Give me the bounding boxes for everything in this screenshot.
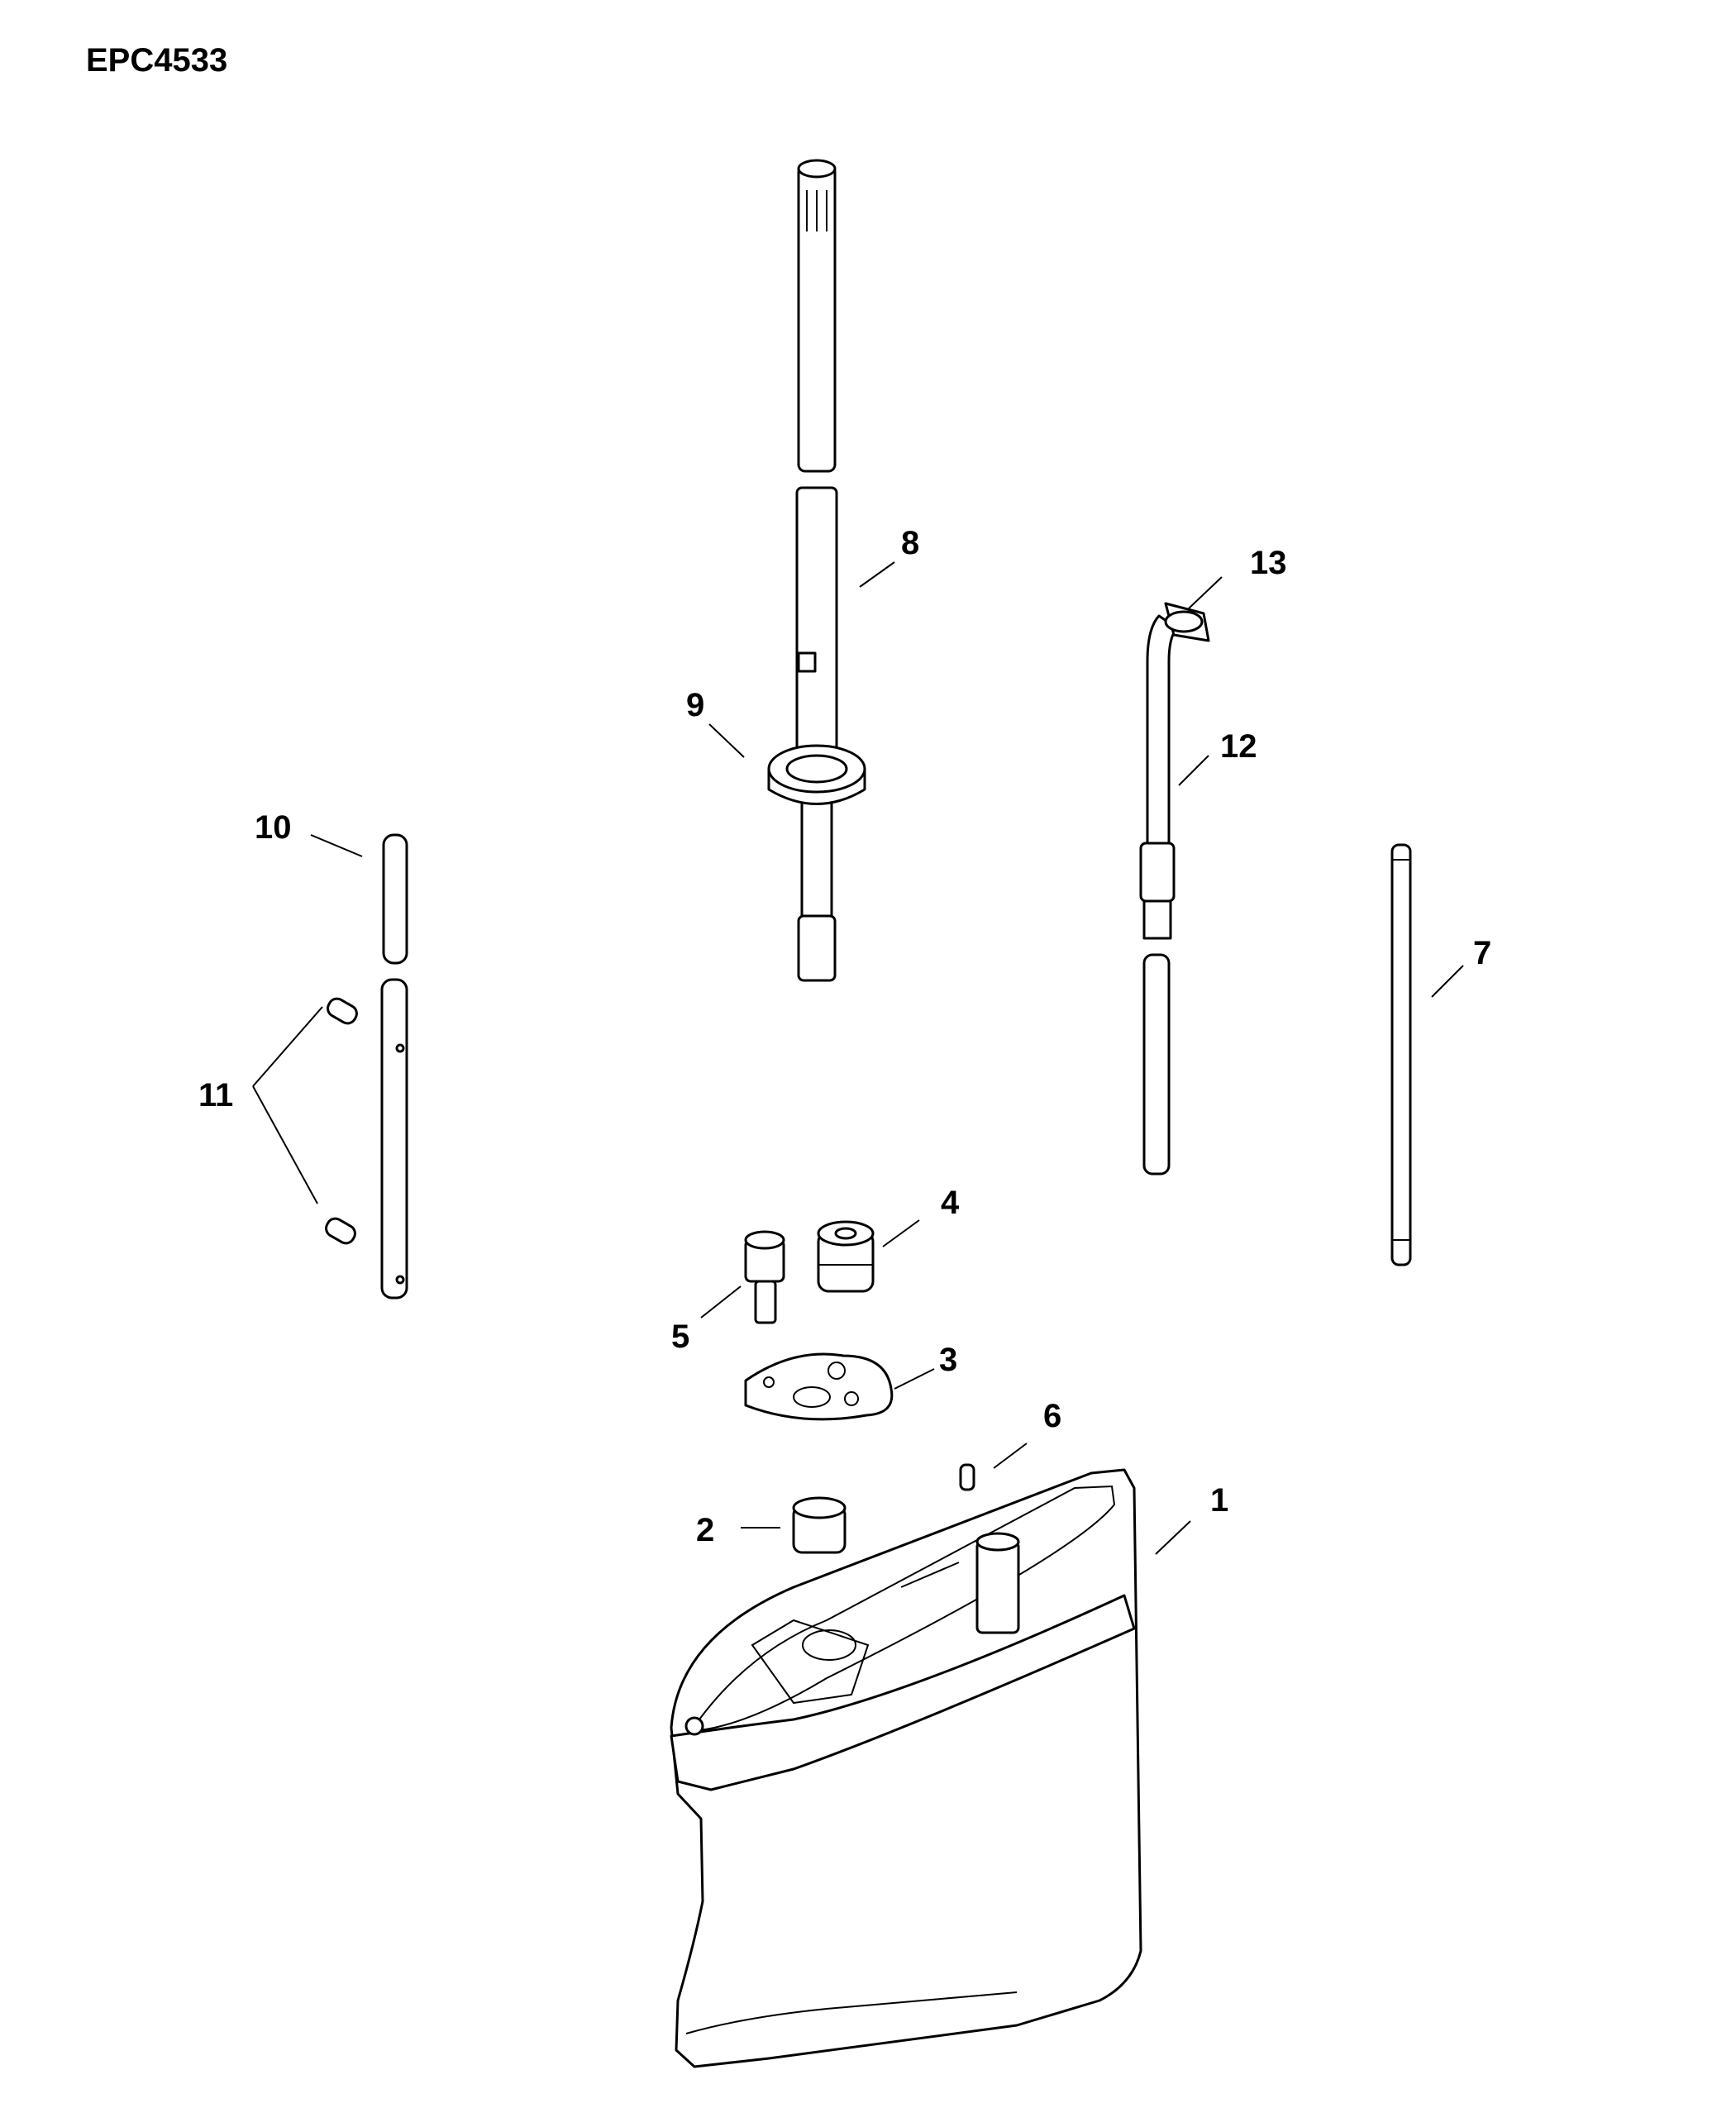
leader-lines: [252, 561, 1464, 1555]
callout-2: 2: [696, 1512, 714, 1548]
part-8-drive-shaft: [795, 159, 838, 982]
part-4-bushing: [817, 1220, 875, 1293]
callout-8: 8: [901, 525, 919, 561]
callout-11: 11: [198, 1077, 233, 1114]
callout-5: 5: [671, 1319, 689, 1355]
part-2-bushing: [792, 1496, 847, 1554]
callout-4: 4: [941, 1185, 960, 1221]
callout-6: 6: [1043, 1398, 1061, 1434]
part-12-water-tube: [1139, 614, 1179, 1176]
part-7-stud: [1390, 843, 1412, 1266]
callouts: 1 2 3 4 5 6 7 8 9 10 11 12 13: [198, 525, 1491, 1548]
callout-1: 1: [1210, 1482, 1228, 1519]
part-5-bolt: [744, 1230, 785, 1324]
part-1-driveshaft-housing: [670, 1468, 1142, 2068]
part-6-dowel-pin: [959, 1463, 975, 1491]
callout-12: 12: [1220, 728, 1257, 765]
callout-9: 9: [686, 687, 704, 723]
callout-3: 3: [939, 1342, 957, 1378]
part-10-shift-rod: [380, 833, 408, 1300]
part-13-grommet: [1164, 602, 1210, 642]
part-11-pins: [325, 997, 358, 1245]
callout-10: 10: [255, 809, 292, 846]
callout-7: 7: [1473, 935, 1491, 971]
part-9-bearing: [767, 744, 866, 805]
part-3-plate: [744, 1352, 894, 1421]
diagram-id: EPC4533: [86, 42, 227, 79]
callout-13: 13: [1250, 545, 1287, 581]
